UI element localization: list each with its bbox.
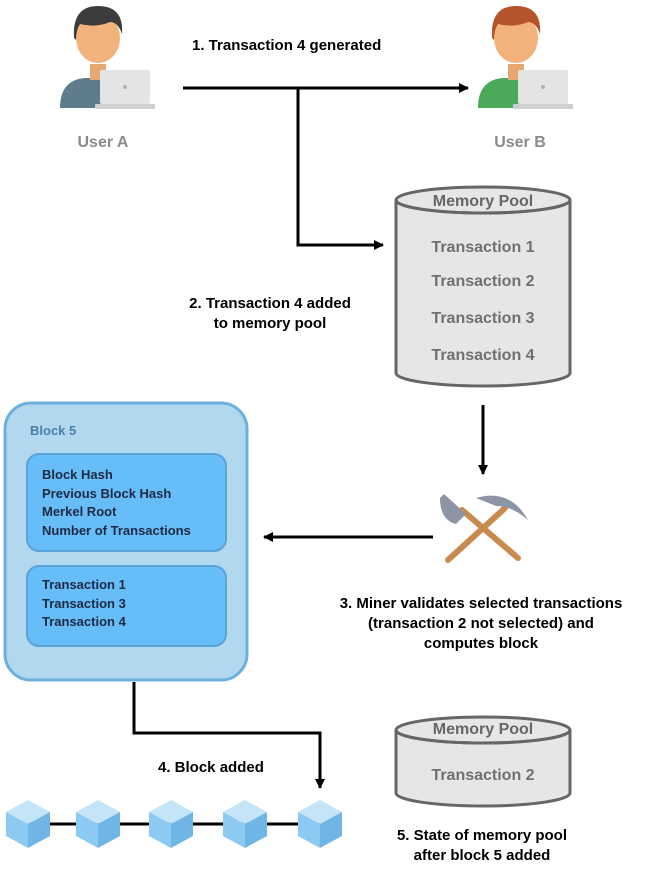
memory-pool-after-cylinder [394,715,572,808]
block-transactions: Transaction 1 Transaction 3 Transaction … [42,576,126,632]
block-header-fields: Block Hash Previous Block Hash Merkel Ro… [42,466,191,540]
user-a-label: User A [77,134,129,151]
step-2-line-1: 2. Transaction 4 added [189,295,351,312]
arrow-to-memory-pool [296,88,384,250]
shovel-pickaxe-icon [440,494,528,563]
user-b-label: User B [494,134,546,151]
memory-pool-item: Transaction 1 [431,239,535,256]
step-5-line-1: 5. State of memory pool [396,827,568,844]
memory-pool-cylinder [394,185,572,388]
block-transactions-box [26,565,227,647]
block-field: Block Hash [42,467,113,482]
chain-cube-icon [6,800,50,848]
step-3-line-1: 3. Miner validates selected transactions [339,595,623,612]
user-a-icon [60,6,155,109]
block-header-box [26,453,227,552]
memory-pool-after-title: Memory Pool [432,721,534,738]
step-4-label: 4. Block added [158,759,264,776]
step-3-label: 3. Miner validates selected transactions… [300,594,662,654]
step-3-line-2: (transaction 2 not selected) and [368,615,594,632]
chain-cube-icon [223,800,267,848]
block-title: Block 5 [30,423,77,438]
user-b-icon [478,6,573,109]
step-2-line-2: to memory pool [213,315,327,332]
memory-pool-item: Transaction 2 [431,273,535,290]
block-field: Merkel Root [42,504,117,519]
memory-pool-after-item: Transaction 2 [431,767,535,784]
chain-cube-icon-new-block [298,800,342,848]
step-5-label: 5. State of memory pool after block 5 ad… [362,826,602,866]
block-transaction: Transaction 3 [42,595,126,611]
block-field: Previous Block Hash [42,485,172,501]
block-transaction: Transaction 4 [42,614,126,629]
arrow-block-to-chain [132,682,325,789]
memory-pool-item: Transaction 4 [431,347,535,364]
step-1-label: 1. Transaction 4 generated [192,37,382,54]
step-2-label: 2. Transaction 4 added to memory pool [172,294,368,334]
memory-pool-item: Transaction 3 [431,310,535,327]
block-transaction: Transaction 1 [42,577,126,592]
chain-cube-icon [149,800,193,848]
step-3-line-3: computes block [423,635,539,652]
chain-cube-icon [76,800,120,848]
step-5-line-2: after block 5 added [413,847,551,864]
memory-pool-title: Memory Pool [432,193,534,210]
block-field: Number of Transactions [42,522,191,538]
